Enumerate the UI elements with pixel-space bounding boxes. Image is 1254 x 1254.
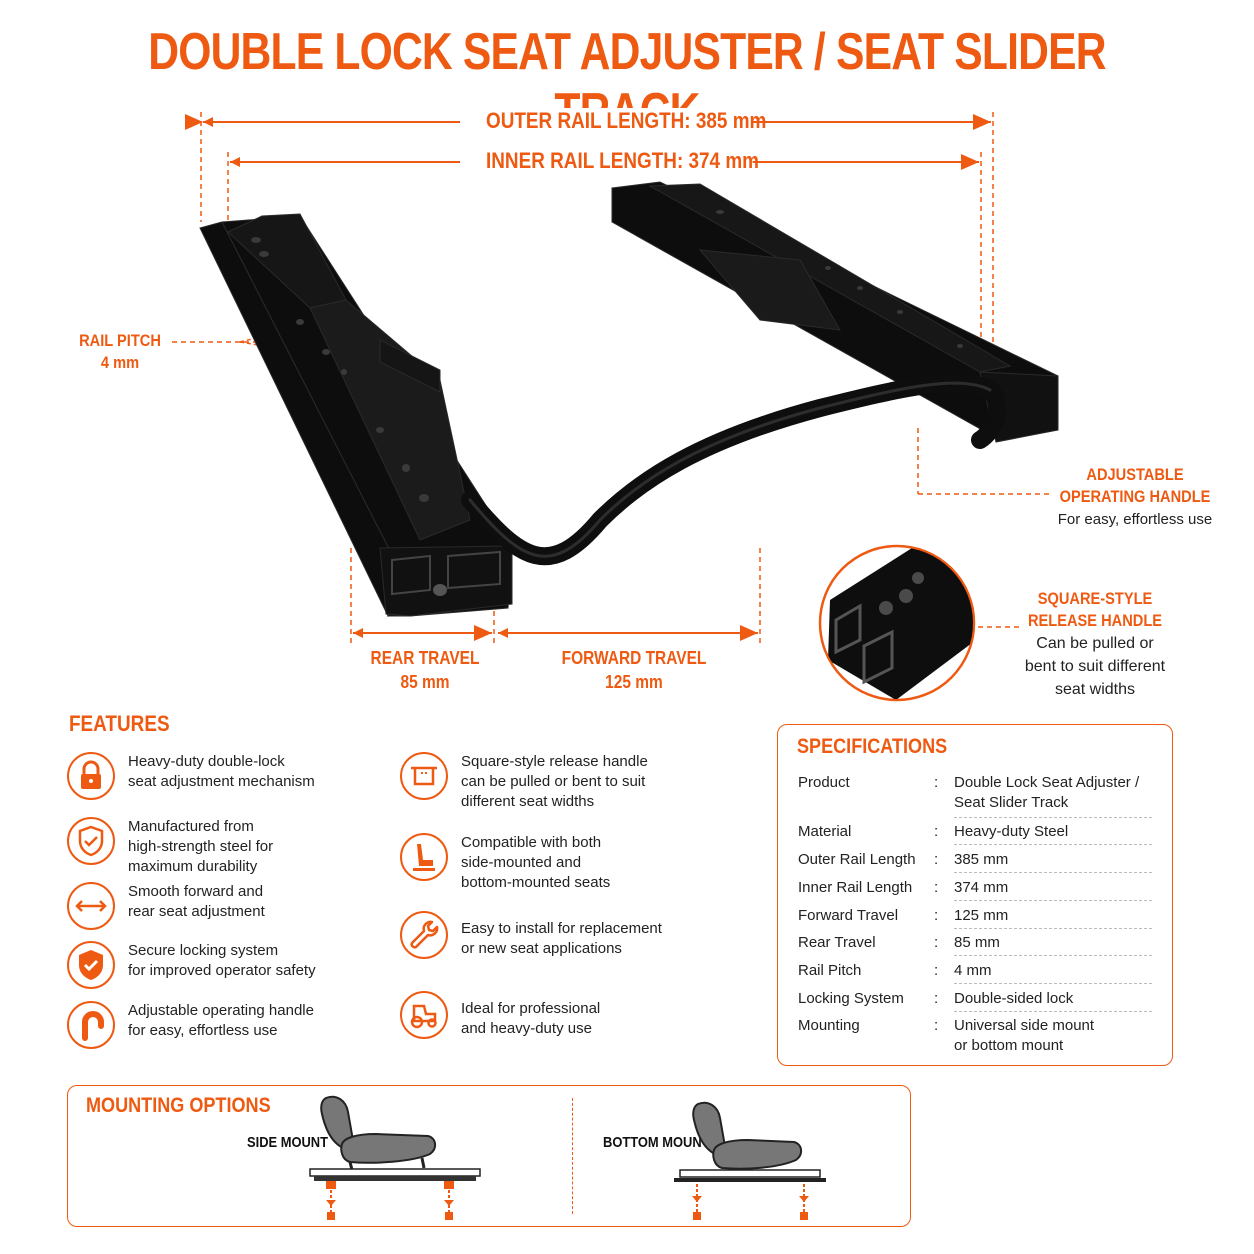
lock-icon [67,752,115,800]
specifications-heading: SPECIFICATIONS [797,735,948,758]
mounting-divider [572,1098,573,1214]
rear-travel-callout: REAR TRAVEL 85 mm [370,648,480,692]
wrench-icon [400,911,448,959]
features-heading: FEATURES [69,711,170,736]
square-handle-icon [400,752,448,800]
product-illustration [172,112,1059,702]
specifications-panel: SPECIFICATIONS Product: Double Lock Seat… [777,724,1173,1066]
shield-filled-icon [67,941,115,989]
bottom-mount-label: BOTTOM MOUNT [603,1134,710,1151]
left-rail [199,213,513,618]
tractor-icon [400,991,448,1039]
bottom-mount-illustration [674,1101,826,1220]
bent-handle-icon [67,1001,115,1049]
left-rail-holes [251,237,447,596]
release-handle-inset [818,544,976,702]
operating-handle [461,374,1007,566]
operating-handle-callout: ADJUSTABLE OPERATING HANDLE For easy, ef… [1057,465,1213,528]
side-mount-illustration [309,1095,481,1220]
side-mount-label: SIDE MOUNT [247,1134,328,1151]
shield-check-icon [67,817,115,865]
double-arrow-icon [67,882,115,930]
forward-travel-callout: FORWARD TRAVEL 125 mm [561,648,707,692]
spec-row: Product: Double Lock Seat Adjuster /Seat… [798,773,1152,818]
rail-pitch-callout: RAIL PITCH 4 mm [79,331,161,372]
outer-rail-length-label: OUTER RAIL LENGTH: 385 mm [477,108,766,134]
mounting-options-heading: MOUNTING OPTIONS [86,1094,271,1117]
release-handle-callout: SQUARE-STYLE RELEASE HANDLE Can be pulle… [1024,589,1166,698]
seat-icon [400,833,448,881]
mounting-options-panel: MOUNTING OPTIONS SIDE MOUNT BOTTOM MOUNT [67,1085,911,1227]
inner-rail-length-label: INNER RAIL LENGTH: 374 mm [477,148,759,174]
